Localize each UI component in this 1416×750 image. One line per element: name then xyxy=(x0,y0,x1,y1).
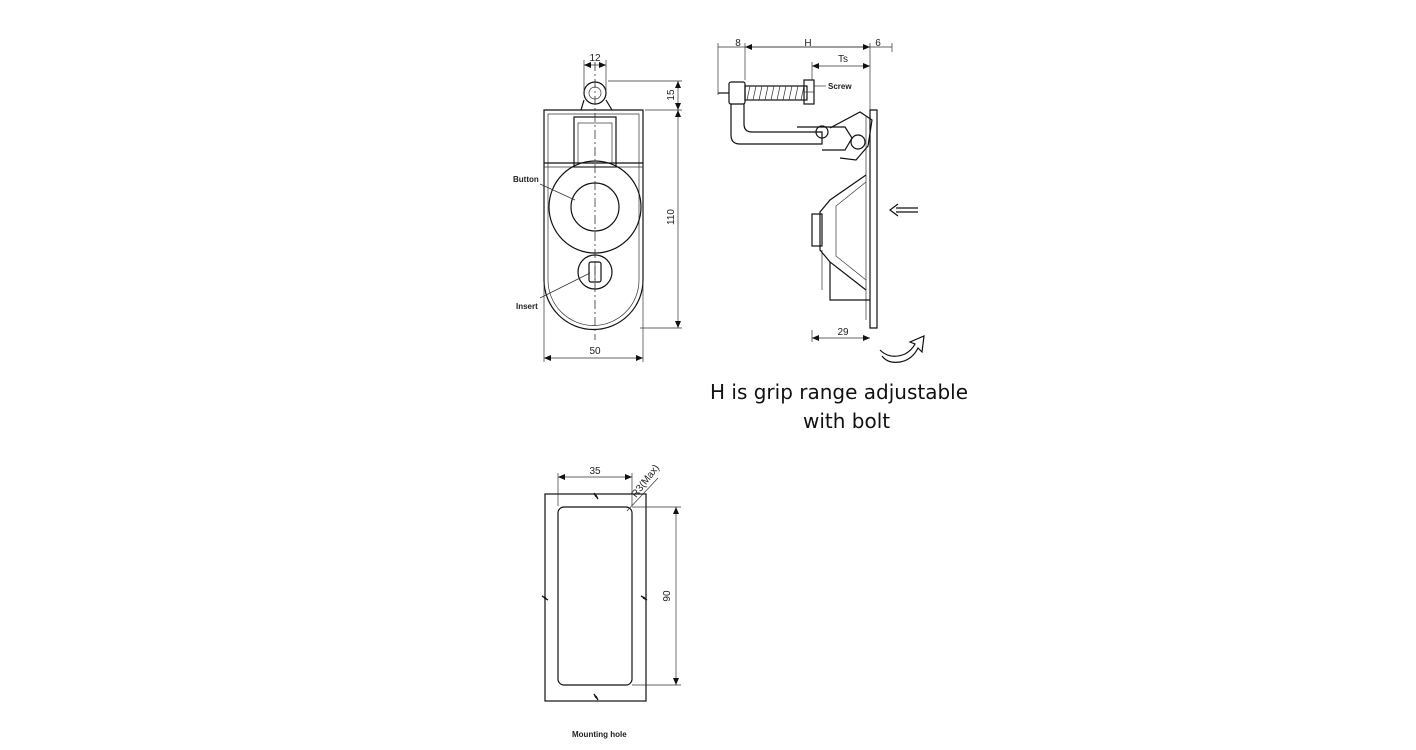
label-insert: Insert xyxy=(516,302,538,311)
dim-right: 6 xyxy=(875,38,881,49)
mounting-hole-caption: Mounting hole xyxy=(572,730,627,739)
mounting-hole xyxy=(557,506,633,686)
note-line-2: with bolt xyxy=(803,409,890,433)
dim-hole-width: 35 xyxy=(589,466,601,477)
dim-ts: Ts xyxy=(838,54,848,65)
dim-h: H xyxy=(804,38,811,49)
dim-top-height: 15 xyxy=(666,89,677,101)
dim-width: 50 xyxy=(589,346,601,357)
cone-body xyxy=(819,174,867,291)
push-arrow xyxy=(889,203,918,217)
bolt xyxy=(744,85,808,101)
hook-arm xyxy=(730,104,823,145)
side-view: 8 H 6 Ts Screw 29 xyxy=(717,38,925,363)
mounting-hole-view: 35 R3(Max) 90 Mounting hole xyxy=(541,463,681,739)
note-line-1: H is grip range adjustable xyxy=(710,380,968,404)
dim-hole-height: 90 xyxy=(662,590,673,602)
label-button: Button xyxy=(513,175,539,184)
dim-left: 8 xyxy=(735,38,741,49)
front-view: 12 15 110 50 Button Insert xyxy=(513,53,682,362)
handle-body xyxy=(543,109,644,331)
dim-height: 110 xyxy=(666,209,677,225)
dim-depth: 29 xyxy=(837,327,849,338)
label-screw: Screw xyxy=(828,82,852,91)
rotate-arrow xyxy=(879,335,925,363)
dim-top-width: 12 xyxy=(589,53,601,64)
panel-cutout-outline xyxy=(544,493,647,702)
base-plate xyxy=(869,109,878,329)
